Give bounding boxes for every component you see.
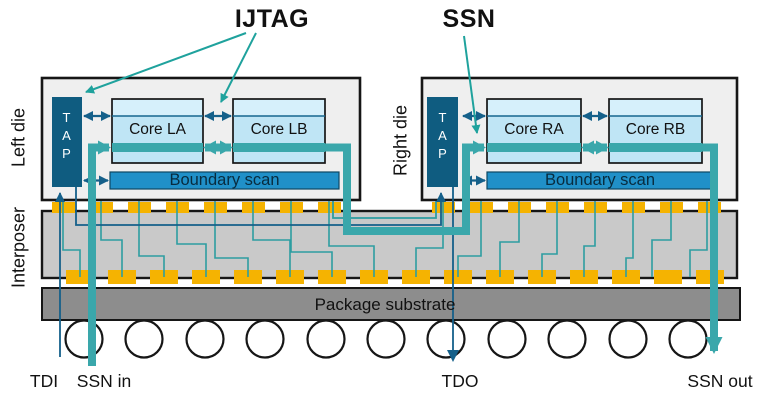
left-die (40, 76, 362, 202)
core-rb-label: Core RB (625, 121, 686, 138)
ssn-out-label: SSN out (687, 371, 753, 391)
right-die (420, 76, 739, 202)
boundary-scan-right-label: Boundary scan (544, 172, 656, 189)
die-to-die-link-line (332, 201, 437, 219)
ssn-die-loop-path (324, 140, 486, 235)
ssn-label: SSN (442, 5, 496, 33)
tap-left-box (52, 97, 82, 187)
ssn-out-path (701, 143, 723, 354)
ssn-bus-segment (487, 143, 581, 152)
core-lb-label: Core LB (250, 121, 308, 138)
interposer-routing (62, 201, 708, 277)
ssn-bus-segment (112, 143, 203, 152)
core-ra-box (486, 98, 582, 164)
ssn-path (88, 140, 723, 366)
tdi-label: TDI (29, 371, 59, 391)
label-callout-arrows (85, 32, 481, 134)
core-ra-label: Core RA (504, 121, 564, 138)
right-die-label: Right die (390, 104, 411, 177)
tdo-label: TDO (441, 371, 479, 391)
left-die-label: Left die (8, 107, 29, 168)
boundary-scan-left-box (109, 171, 340, 190)
ijtag-label: IJTAG (234, 5, 310, 33)
interposer-box (40, 209, 739, 280)
ssn-in-path (88, 140, 111, 366)
bga-balls (64, 319, 708, 359)
core-lb-box (232, 98, 326, 164)
package-substrate-box (41, 287, 741, 321)
ssn-bus-segment (233, 143, 325, 152)
tap-right-box (427, 97, 458, 187)
tap-left-label: TAP (62, 110, 71, 161)
ssn-bus-segment (609, 143, 702, 152)
ijtag-pointer-arrow-cores (220, 32, 257, 103)
package-substrate-label: Package substrate (314, 295, 456, 314)
ssn-in-label: SSN in (76, 371, 132, 391)
ssn-pointer-arrow (463, 35, 481, 134)
core-la-box (111, 98, 204, 164)
core-rb-box (608, 98, 703, 164)
interposer-label: Interposer (8, 206, 29, 289)
bottom-bumps (66, 270, 724, 284)
ijtag-pointer-arrow-tap (85, 32, 247, 94)
core-la-label: Core LA (129, 121, 186, 138)
jtag-daisy-chain-arrow (75, 187, 446, 226)
boundary-scan-left-label: Boundary scan (169, 172, 280, 189)
tap-right-label: TAP (438, 110, 447, 161)
